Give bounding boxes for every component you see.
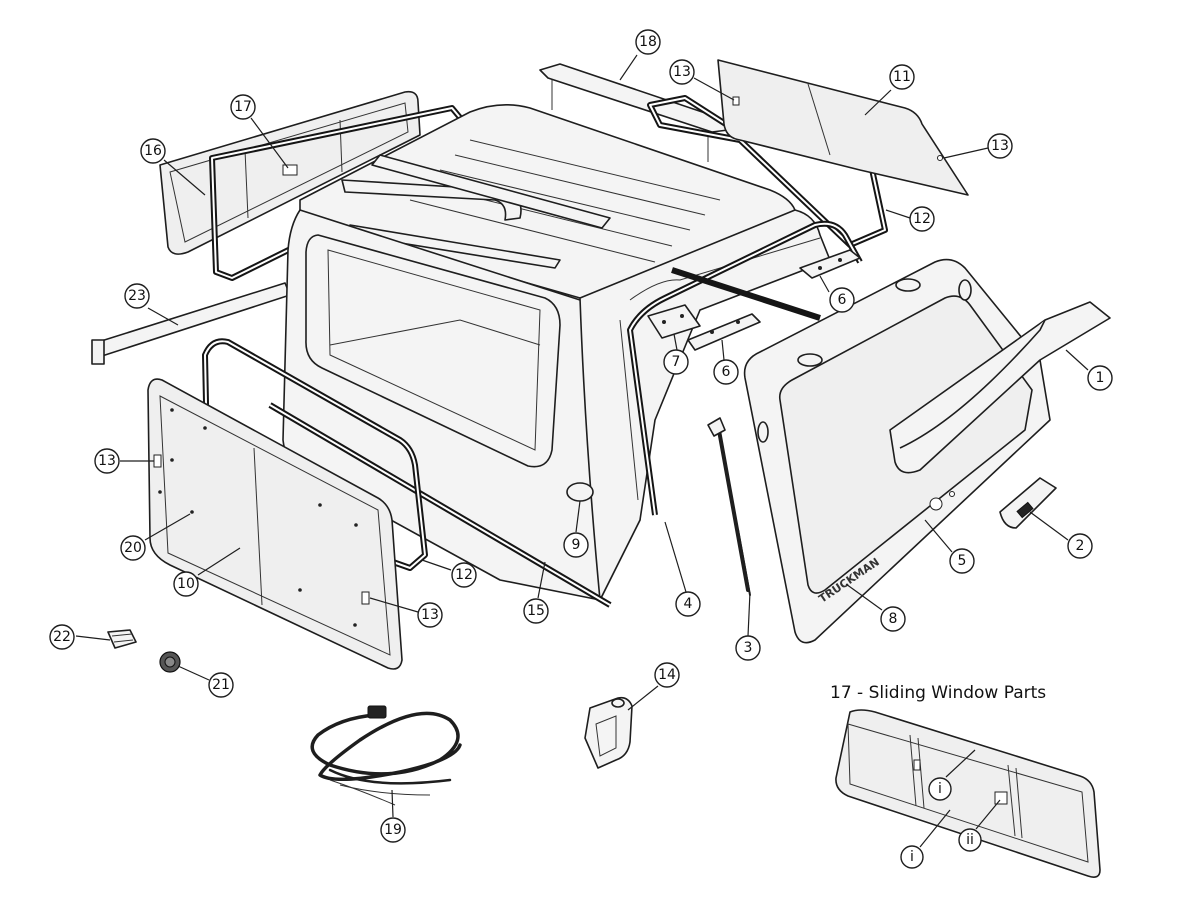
callout-4: 4 (675, 591, 701, 617)
callout-13-left: 13 (94, 448, 120, 474)
gas-strut-part (707, 417, 751, 596)
inset-title: 17 - Sliding Window Parts (830, 683, 1046, 703)
callout-22-label: 22 (53, 629, 71, 645)
callout-16: 16 (140, 138, 166, 164)
callout-9: 9 (563, 532, 589, 558)
callout-19-label: 19 (384, 822, 402, 838)
callout-6-top-label: 6 (838, 292, 847, 308)
callout-16-label: 16 (144, 143, 162, 159)
callout-8: 8 (880, 606, 906, 632)
hinge-plate-part (647, 304, 701, 339)
callout-11-label: 11 (893, 69, 911, 85)
callout-9-label: 9 (572, 537, 581, 553)
callout-18-label: 18 (639, 34, 657, 50)
callout-7: 7 (663, 349, 689, 375)
callout-23-label: 23 (128, 288, 146, 304)
callout-13-top: 13 (669, 59, 695, 85)
callout-4-label: 4 (684, 596, 693, 612)
side-window-seal-part (647, 95, 888, 248)
callout-12-top-label: 12 (913, 211, 931, 227)
callout-11: 11 (889, 64, 915, 90)
leader-lines (75, 54, 1089, 848)
side-rail-part (91, 282, 291, 365)
callout-10-label: 10 (177, 576, 195, 592)
callout-i-lower: i (900, 845, 924, 869)
left-window-glass-part (147, 378, 403, 670)
callout-13-right-label: 13 (991, 138, 1009, 154)
callout-22: 22 (49, 624, 75, 650)
callout-13-left-label: 13 (98, 453, 116, 469)
door-handle-part (999, 477, 1057, 529)
sliding-window-inset: 17 - Sliding Window Parts (830, 683, 1101, 878)
callout-8-label: 8 (889, 611, 898, 627)
callout-1: 1 (1087, 365, 1113, 391)
callout-2: 2 (1067, 533, 1093, 559)
callout-13-lower-label: 13 (421, 607, 439, 623)
callout-17: 17 (230, 94, 256, 120)
callout-6-lower: 6 (713, 359, 739, 385)
callout-1-label: 1 (1096, 370, 1105, 386)
interior-light-part (584, 696, 633, 769)
callout-2-label: 2 (1076, 538, 1085, 554)
rear-spoiler-part (889, 301, 1111, 474)
callout-12-left: 12 (451, 562, 477, 588)
callout-15: 15 (523, 598, 549, 624)
callout-18: 18 (635, 29, 661, 55)
callout-21-label: 21 (212, 677, 230, 693)
callout-14: 14 (654, 662, 680, 688)
knob-part (159, 651, 181, 673)
callout-ii-label: ii (966, 832, 974, 848)
callout-17-label: 17 (234, 99, 252, 115)
callout-13-right: 13 (987, 133, 1013, 159)
callout-7-label: 7 (672, 354, 681, 370)
callout-5-label: 5 (958, 553, 967, 569)
callout-13-top-label: 13 (673, 64, 691, 80)
callout-3: 3 (735, 635, 761, 661)
side-window-glass-part (717, 59, 969, 196)
callout-20-label: 20 (124, 540, 142, 556)
callout-19: 19 (380, 817, 406, 843)
wiring-harness-part (310, 705, 462, 806)
callout-i-lower-label: i (910, 849, 914, 865)
callout-i-upper-label: i (938, 781, 942, 797)
callout-20: 20 (120, 535, 146, 561)
callout-21: 21 (208, 672, 234, 698)
callout-12-left-label: 12 (455, 567, 473, 583)
callout-6-lower-label: 6 (722, 364, 731, 380)
callout-6-top: 6 (829, 287, 855, 313)
callout-3-label: 3 (744, 640, 753, 656)
callout-23: 23 (124, 283, 150, 309)
callout-ii: ii (958, 828, 982, 852)
callout-12-top: 12 (909, 206, 935, 232)
callout-5: 5 (949, 548, 975, 574)
rear-door-seal-part (627, 220, 863, 516)
callout-10: 10 (173, 571, 199, 597)
callout-15-label: 15 (527, 603, 545, 619)
callout-13-lower: 13 (417, 602, 443, 628)
rear-window-glass-part (159, 90, 421, 255)
hinge-top-part (799, 249, 861, 279)
callout-i-upper: i (928, 777, 952, 801)
latch-part (107, 629, 137, 649)
callout-14-label: 14 (658, 667, 676, 683)
hinge-lower-part (687, 313, 761, 351)
